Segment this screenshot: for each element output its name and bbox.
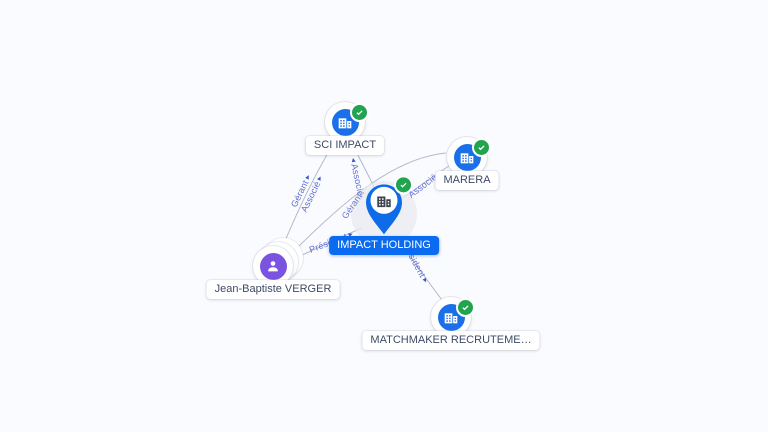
person-icon <box>259 252 287 280</box>
node-label[interactable]: Jean-Baptiste VERGER <box>206 280 340 299</box>
node-label[interactable]: MARERA <box>435 171 499 190</box>
verified-badge-icon <box>350 103 369 122</box>
edge-arrow-icon <box>350 157 356 163</box>
company-node-impact-holding[interactable] <box>361 175 413 241</box>
node-label[interactable]: MATCHMAKER RECRUTEME… <box>362 331 540 350</box>
node-label[interactable]: SCI IMPACT <box>305 136 385 155</box>
central-node-label[interactable]: IMPACT HOLDING <box>329 236 439 255</box>
node-circle[interactable] <box>253 246 293 286</box>
verified-badge-icon <box>472 138 491 157</box>
company-icon <box>331 108 359 136</box>
company-icon <box>370 186 398 214</box>
verified-badge-icon <box>456 298 475 317</box>
verified-badge-icon <box>394 175 413 195</box>
edge-arrow-icon <box>316 175 323 181</box>
edge-arrow-icon <box>305 174 311 180</box>
